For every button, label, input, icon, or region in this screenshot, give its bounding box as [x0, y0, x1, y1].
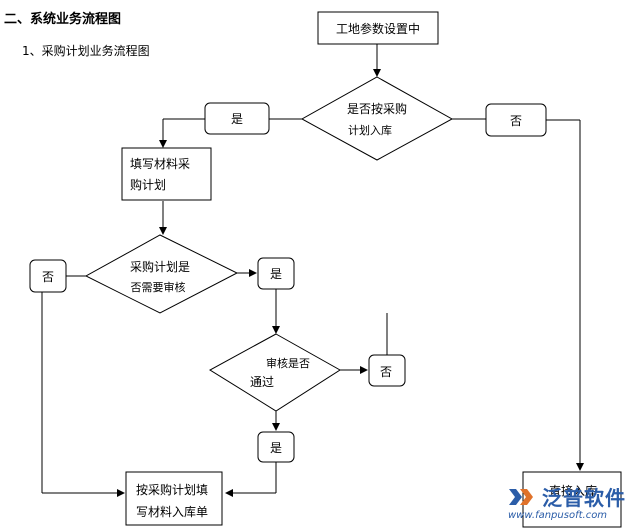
brand-logo: 泛普软件 www.fanpusoft.com	[502, 482, 628, 528]
node-fill-plan	[121, 147, 212, 201]
node-no-1-label: 否	[510, 114, 522, 128]
node-no-2	[29, 259, 67, 293]
node-no-1	[485, 103, 547, 137]
decision-pass-line2: 通过	[250, 375, 274, 389]
node-no-2-label: 否	[42, 270, 54, 284]
node-yes-2	[257, 257, 295, 290]
node-yes-3-label: 是	[270, 441, 282, 455]
node-fill-receipt-line1: 按采购计划填	[136, 482, 208, 497]
decision-audit-line2: 否需要审核	[131, 280, 186, 294]
brand-mark-icon	[509, 489, 533, 505]
node-yes-2-label: 是	[270, 267, 282, 281]
decision-purchase-line1: 是否按采购	[347, 101, 407, 116]
decision-purchase	[300, 76, 454, 161]
section-heading: 二、系统业务流程图	[4, 12, 122, 27]
brand-url: www.fanpusoft.com	[508, 510, 608, 521]
decision-pass	[209, 333, 341, 412]
node-no-3	[368, 354, 406, 387]
brand-name: 泛普软件	[542, 486, 626, 510]
node-direct-in-label: 直接入库	[549, 483, 597, 498]
decision-audit-line1: 采购计划是	[130, 259, 190, 274]
node-fill-receipt	[125, 471, 223, 526]
sub-heading: 1、采购计划业务流程图	[22, 44, 150, 58]
node-fill-plan-line1: 填写材料采	[130, 157, 190, 171]
node-fill-receipt-line2: 写材料入库单	[136, 504, 208, 519]
node-no-3-label: 否	[380, 365, 392, 379]
decision-purchase-line2: 计划入库	[348, 124, 392, 137]
node-yes-3	[257, 431, 295, 463]
decision-pass-line1: 审核是否	[266, 356, 310, 370]
node-start-label: 工地参数设置中	[336, 21, 420, 36]
node-direct-in	[522, 471, 622, 528]
node-fill-plan-line2: 购计划	[130, 177, 166, 192]
node-start	[317, 11, 439, 45]
decision-audit	[84, 234, 239, 314]
node-yes-1	[204, 102, 270, 135]
node-yes-1-label: 是	[231, 112, 243, 126]
